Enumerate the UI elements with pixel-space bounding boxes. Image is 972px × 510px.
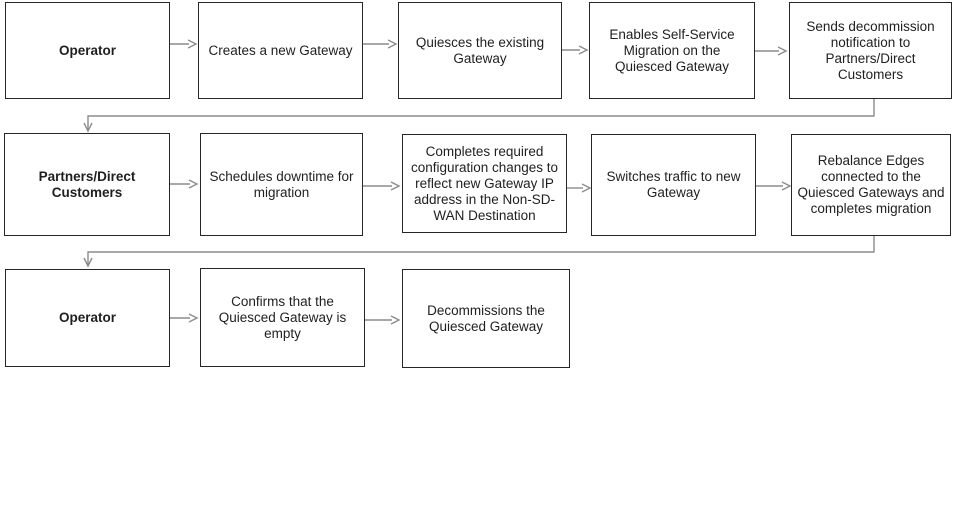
box-label: Schedules downtime for migration (209, 168, 354, 200)
box-label: Creates a new Gateway (208, 42, 353, 58)
arrow-row2-3 (567, 183, 592, 193)
elbow-connector-row2-row3 (83, 236, 875, 268)
flow-box-schedules-downtime: Schedules downtime for migration (200, 133, 363, 236)
arrow-row1-3 (562, 45, 589, 55)
box-label: Operator (58, 310, 116, 325)
box-label: Switches traffic to new Gateway (606, 169, 741, 200)
box-label: Decommissions the Quiesced Gateway (427, 302, 545, 334)
arrow-row1-4 (755, 46, 788, 56)
arrow-row1-1 (170, 39, 198, 49)
elbow-connector-row1-row2 (83, 99, 875, 133)
arrow-row2-2 (363, 181, 401, 191)
flow-box-quiesces-gateway: Quiesces the existing Gateway (398, 2, 562, 99)
box-label: Sends decommission notification to Partn… (806, 18, 935, 82)
box-label: Confirms that the Quiesced Gateway is em… (218, 293, 347, 341)
box-label: Partners/Direct Customers (38, 168, 136, 200)
flow-box-config-changes: Completes required configuration changes… (402, 134, 567, 233)
arrow-row2-1 (170, 179, 199, 189)
flow-box-operator-2: Operator (5, 269, 170, 367)
box-label: Enables Self-Service Migration on the Qu… (609, 26, 735, 74)
arrow-row2-4 (756, 181, 792, 191)
box-label: Completes required configuration changes… (410, 143, 559, 223)
flow-box-confirms-empty: Confirms that the Quiesced Gateway is em… (200, 268, 365, 367)
arrow-row1-2 (363, 39, 398, 49)
flow-box-rebalance-edges: Rebalance Edges connected to the Quiesce… (791, 134, 951, 236)
flow-box-sends-notification: Sends decommission notification to Partn… (789, 2, 952, 99)
box-label: Rebalance Edges connected to the Quiesce… (797, 153, 945, 216)
arrow-row3-1 (170, 313, 199, 323)
flow-box-operator-1: Operator (5, 2, 170, 99)
flow-box-partners-customers: Partners/Direct Customers (4, 133, 170, 236)
box-label: Quiesces the existing Gateway (415, 34, 545, 66)
arrow-row3-2 (365, 315, 401, 325)
flow-box-enables-migration: Enables Self-Service Migration on the Qu… (589, 2, 755, 99)
flow-box-switches-traffic: Switches traffic to new Gateway (591, 134, 756, 236)
flow-box-decommissions: Decommissions the Quiesced Gateway (402, 269, 570, 368)
box-label: Operator (58, 42, 116, 58)
flow-box-creates-gateway: Creates a new Gateway (198, 2, 363, 99)
